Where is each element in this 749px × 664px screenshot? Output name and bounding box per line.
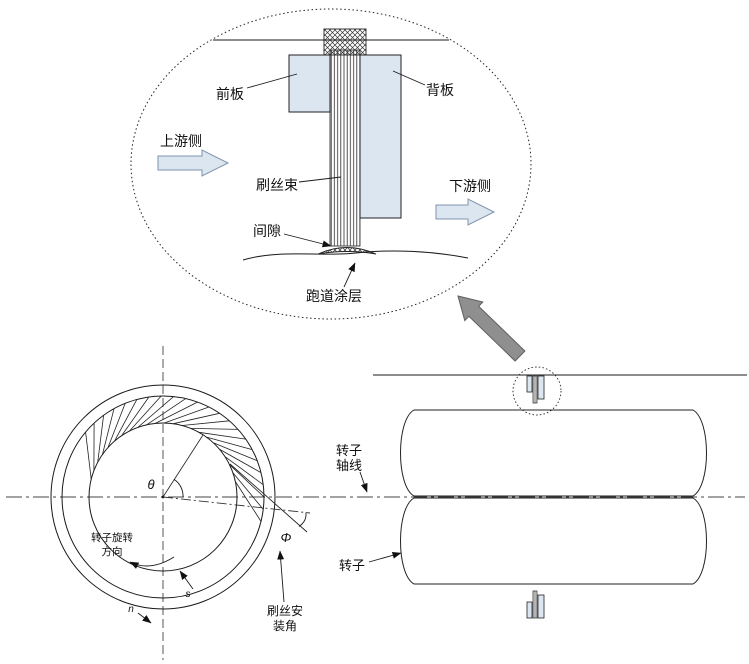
brush-seal-bottom xyxy=(526,590,545,619)
n-label: n xyxy=(128,604,134,615)
runway-coating xyxy=(317,247,377,255)
front-view: θ Φ 转子旋转 方向 s n 刷丝安 装角 xyxy=(50,384,311,633)
install-angle-leader xyxy=(277,550,285,603)
bristle-ring-hatch xyxy=(85,395,265,522)
rotor-upper-half xyxy=(400,409,707,497)
rotor-axis-label-line1: 转子 xyxy=(336,443,362,458)
rotor-circle xyxy=(88,422,238,572)
zoom-arrow xyxy=(457,295,526,362)
back-plate-leader xyxy=(392,70,426,86)
back-plate-label: 背板 xyxy=(426,82,454,98)
bristle-bundle-leader xyxy=(298,176,342,183)
mini-front-plate-bottom xyxy=(526,601,533,619)
install-angle-label-line2: 装角 xyxy=(273,619,297,633)
front-plate-leader xyxy=(246,73,298,89)
rotor-axis-label-line2: 轴线 xyxy=(336,458,362,473)
install-angle-label-line1: 刷丝安 xyxy=(267,603,303,618)
s-leader xyxy=(179,570,194,590)
front-plate xyxy=(288,54,331,113)
theta-label: θ xyxy=(147,477,154,492)
bristle-tangent-line xyxy=(229,463,308,533)
bristle-pack xyxy=(329,49,361,247)
rotation-direction-arrow xyxy=(129,556,175,569)
phi-label: Φ xyxy=(281,530,292,545)
rotor-lower-half xyxy=(400,497,707,585)
zoom-region-circle xyxy=(512,366,562,416)
side-view: 转子 轴线 转子 xyxy=(336,366,747,619)
detail-view: 前板 背板 上游侧 刷丝束 下游侧 间隙 跑道涂层 xyxy=(130,8,532,320)
bristle-clamp-weld xyxy=(323,28,367,56)
clearance-label: 间隙 xyxy=(253,223,281,239)
mini-bristles-top xyxy=(532,375,538,404)
downstream-label: 下游侧 xyxy=(449,178,491,194)
clearance-leader xyxy=(283,233,332,248)
upstream-label: 上游侧 xyxy=(160,133,202,149)
mini-back-plate-bottom xyxy=(537,594,545,619)
outer-ring-circle xyxy=(50,384,276,610)
theta-arc xyxy=(173,478,184,498)
phi-radius-line xyxy=(162,496,311,514)
rotation-direction-label-line1: 转子旋转 xyxy=(91,531,133,544)
bristle-bundle-label: 刷丝束 xyxy=(256,177,298,193)
back-plate xyxy=(359,54,402,219)
mini-back-plate-top xyxy=(537,375,545,400)
rotor-label: 转子 xyxy=(339,558,365,573)
coating-leader xyxy=(343,262,356,288)
upstream-flow-arrow xyxy=(157,149,230,177)
rotor-leader xyxy=(368,551,402,563)
front-plate-label: 前板 xyxy=(216,86,244,102)
mini-front-plate-top xyxy=(526,375,533,393)
brush-seal-top xyxy=(512,366,562,416)
theta-radius-line xyxy=(162,434,204,498)
downstream-flow-arrow xyxy=(435,198,496,226)
n-leader xyxy=(137,612,152,624)
rotor-axis-leader xyxy=(359,471,368,493)
rotation-direction-label-line2: 方向 xyxy=(102,545,123,558)
rotor-surface-curve xyxy=(242,250,469,261)
s-label: s xyxy=(186,589,191,600)
mini-bristles-bottom xyxy=(532,590,538,619)
runway-coating-label: 跑道涂层 xyxy=(306,288,362,304)
phi-arc xyxy=(298,512,307,527)
